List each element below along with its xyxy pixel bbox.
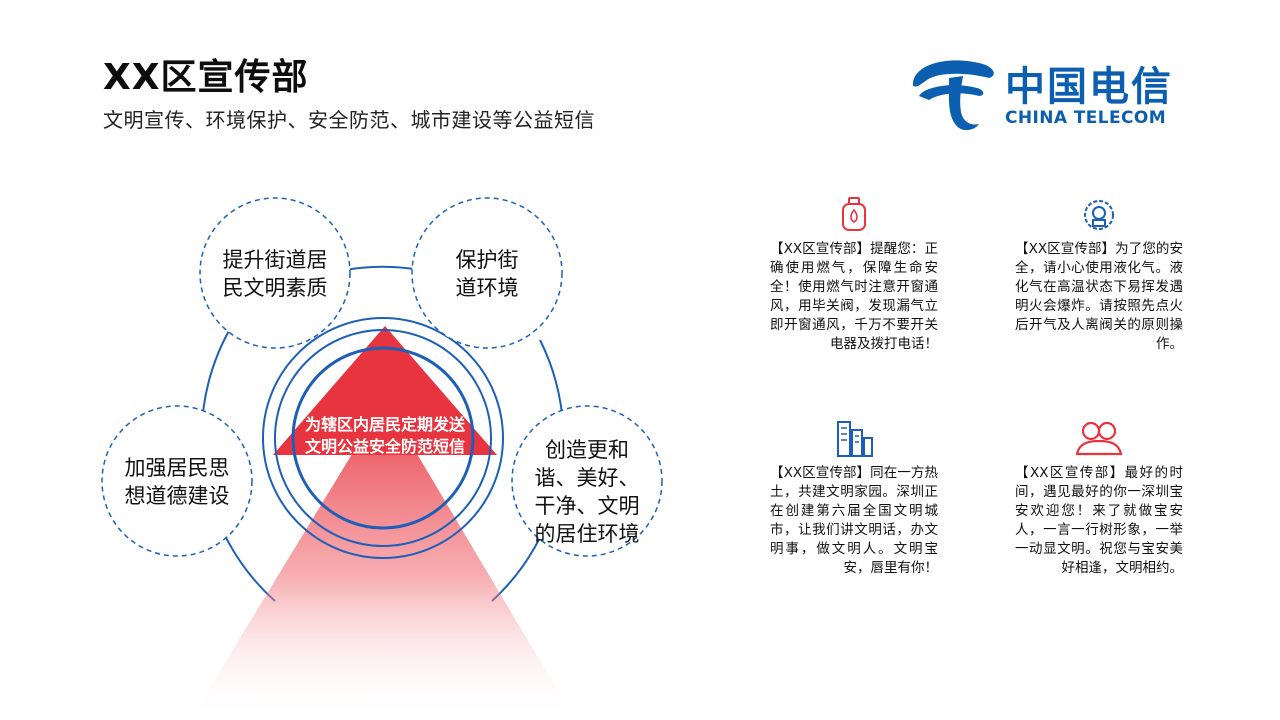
china-telecom-logo: 中国电信 CHINA TELECOM <box>905 48 1185 138</box>
message-text: 【XX区宣传部】同在一方热土，共建文明家园。深圳正在创建第六届全国文明城市，让我… <box>770 465 938 576</box>
message-text: 【XX区宣传部】为了您的安全，请小心使用液化气。液化气在高温状态下易挥发遇明火会… <box>1015 241 1183 352</box>
red-beam <box>190 400 575 720</box>
bubble-label: 创造更和谐、美好、干净、文明的居住环境 <box>534 438 640 546</box>
outer-arc <box>344 265 421 271</box>
gas-tank-icon <box>842 197 866 231</box>
page-subtitle: 文明宣传、环境保护、安全防范、城市建设等公益短信 <box>103 108 595 132</box>
message-text: 【XX区宣传部】最好的时间，遇见最好的你一深圳宝安欢迎您！来了就做宝安人，一言一… <box>1015 465 1183 576</box>
center-ring <box>291 346 475 530</box>
red-arrow-head <box>273 326 497 455</box>
bubble-outline <box>511 405 663 557</box>
bubble-outline <box>411 197 563 349</box>
message-card: 【XX区宣传部】为了您的安全，请小心使用液化气。液化气在高温状态下易挥发遇明火会… <box>1015 196 1183 354</box>
buildings-icon <box>837 421 873 457</box>
telecom-emblem-icon <box>912 60 994 131</box>
people-icon <box>1075 421 1123 456</box>
message-card: 【XX区宣传部】最好的时间，遇见最好的你一深圳宝安欢迎您！来了就做宝安人，一言一… <box>1015 418 1183 578</box>
bubble-label: 保护街道环境 <box>455 248 519 300</box>
bubble-label: 加强居民思想道德建设 <box>124 456 230 508</box>
center-ring <box>262 317 504 559</box>
center-label: 为辖区内居民定期发送文明公益安全防范短信 <box>304 415 465 456</box>
bubble-outline <box>199 197 351 349</box>
logo-english-text: CHINA TELECOM <box>1005 108 1167 128</box>
message-card: 【XX区宣传部】提醒您：正确使用燃气，保障生命安全！使用燃气时注意开窗通风，用毕… <box>770 196 938 354</box>
safety-gear-icon <box>1084 200 1114 230</box>
center-ring <box>274 329 492 547</box>
message-card: 【XX区宣传部】同在一方热土，共建文明家园。深圳正在创建第六届全国文明城市，让我… <box>770 418 938 578</box>
bubble-outline <box>101 405 253 557</box>
bubble-label: 提升街道居民文明素质 <box>222 248 328 300</box>
page-title: XX区宣传部 <box>103 57 309 98</box>
message-text: 【XX区宣传部】提醒您：正确使用燃气，保障生命安全！使用燃气时注意开窗通风，用毕… <box>770 241 938 352</box>
logo-chinese-text: 中国电信 <box>1005 64 1173 110</box>
